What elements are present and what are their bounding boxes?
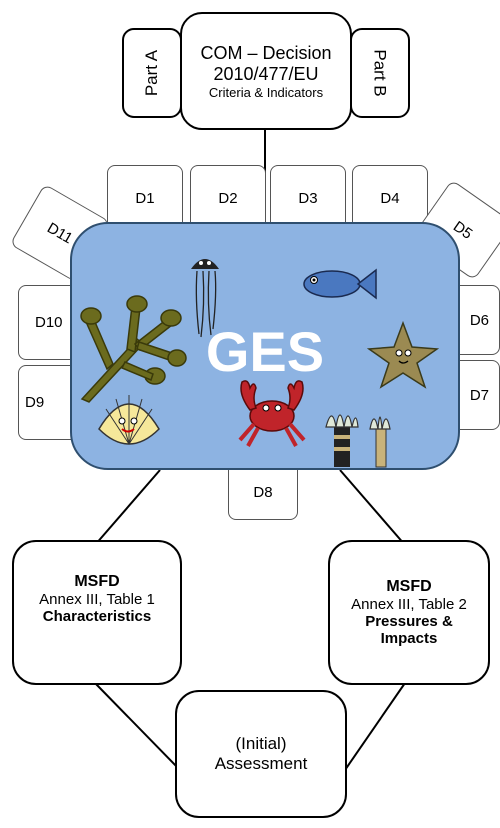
bottom-right-connector	[344, 682, 406, 771]
msfd-table2-annex: Annex III, Table 2	[351, 596, 467, 613]
anemone-icon	[325, 414, 391, 468]
assessment-box: (Initial) Assessment	[175, 690, 347, 818]
msfd-table1-characteristics: Characteristics	[42, 607, 152, 625]
right-connector	[339, 469, 406, 546]
msfd-table2-pressures: Pressures &	[365, 613, 453, 630]
msfd-table2-impacts: Impacts	[380, 630, 438, 647]
part-b-box: Part B	[350, 28, 410, 118]
msfd-table1-box: MSFD Annex III, Table 1 Characteristics	[12, 540, 182, 685]
jellyfish-icon	[191, 259, 219, 338]
assessment-initial: (Initial)	[235, 734, 287, 753]
msfd-table2-box: MSFD Annex III, Table 2 Pressures & Impa…	[328, 540, 490, 685]
part-b-label: Part B	[371, 49, 390, 97]
starfish-icon	[367, 320, 439, 389]
decision-subtitle: Criteria & Indicators	[208, 84, 324, 100]
part-a-label: Part A	[142, 49, 161, 97]
decision-title: COM – Decision	[200, 42, 332, 63]
msfd-table2-title: MSFD	[386, 578, 432, 595]
bottom-left-connector	[94, 682, 181, 771]
assessment-label: Assessment	[214, 754, 308, 773]
decision-number: 2010/477/EU	[213, 63, 319, 84]
msfd-table1-title: MSFD	[74, 572, 120, 590]
scallop-icon	[98, 395, 160, 445]
msfd-table1-annex: Annex III, Table 1	[39, 590, 155, 608]
seaweed-icon	[80, 295, 187, 403]
part-a-box: Part A	[122, 28, 182, 118]
crab-icon	[238, 380, 306, 447]
decision-box: COM – Decision 2010/477/EU Criteria & In…	[180, 12, 352, 130]
left-connector	[94, 469, 161, 546]
ges-panel: GES	[70, 222, 460, 470]
ges-label: GES	[205, 319, 325, 383]
fish-icon	[303, 268, 377, 300]
